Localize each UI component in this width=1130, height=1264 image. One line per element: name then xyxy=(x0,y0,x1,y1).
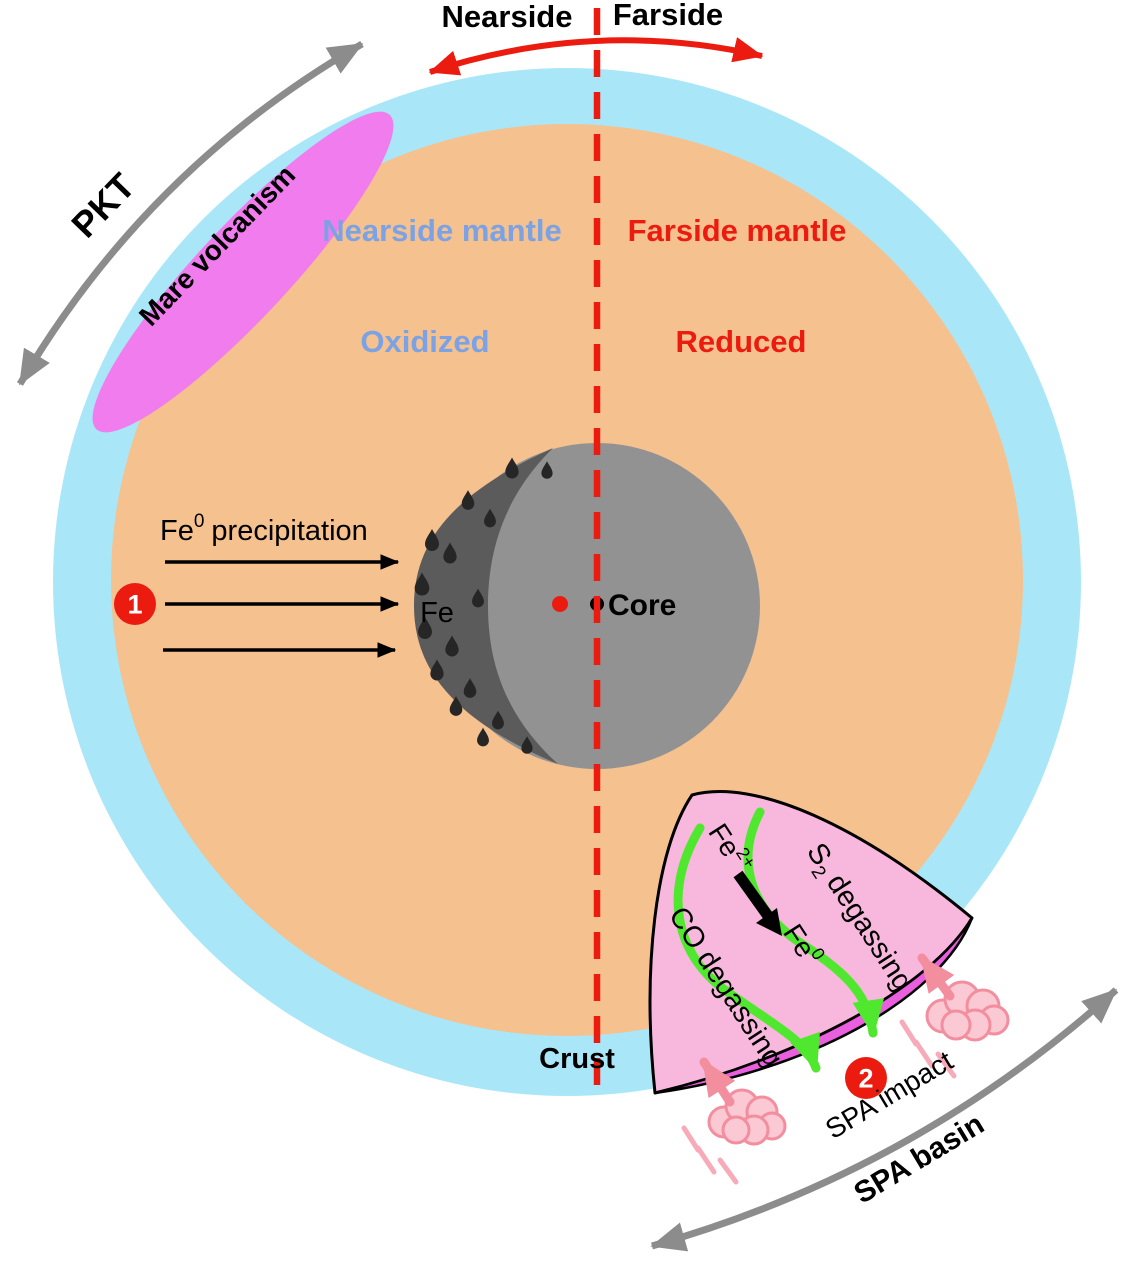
step-1-badge-number: 1 xyxy=(127,589,142,619)
fe-crescent-label: Fe xyxy=(420,597,454,629)
fe-precipitation-process: precipitation xyxy=(211,515,367,547)
spa-basin-extent-arrow xyxy=(650,987,1119,1252)
fe-precipitation-element: Fe xyxy=(160,515,194,547)
reduced-label: Reduced xyxy=(676,324,807,359)
hemisphere-arrow xyxy=(428,37,764,76)
farside-mantle-label: Farside mantle xyxy=(628,213,847,248)
oxidized-label: Oxidized xyxy=(360,324,489,359)
impact-cloud-1-puff xyxy=(707,1088,787,1146)
nearside-mantle-label: Nearside mantle xyxy=(322,213,562,248)
nearside-label: Nearside xyxy=(442,0,573,34)
step-1-badge xyxy=(114,583,156,625)
reduction-arrow xyxy=(733,870,782,936)
inner-core-red-dot xyxy=(552,596,568,612)
fe-precipitation-label: Fe0 precipitation xyxy=(160,511,368,547)
pkt-extent-arrow xyxy=(16,40,364,386)
farside-label: Farside xyxy=(613,0,723,32)
fe-crescent xyxy=(414,448,558,764)
core-label: Core xyxy=(608,589,676,622)
impact-cloud-2-puff xyxy=(925,980,1010,1042)
fe-precipitation-superscript: 0 xyxy=(194,511,205,532)
crust-label: Crust xyxy=(539,1043,615,1075)
